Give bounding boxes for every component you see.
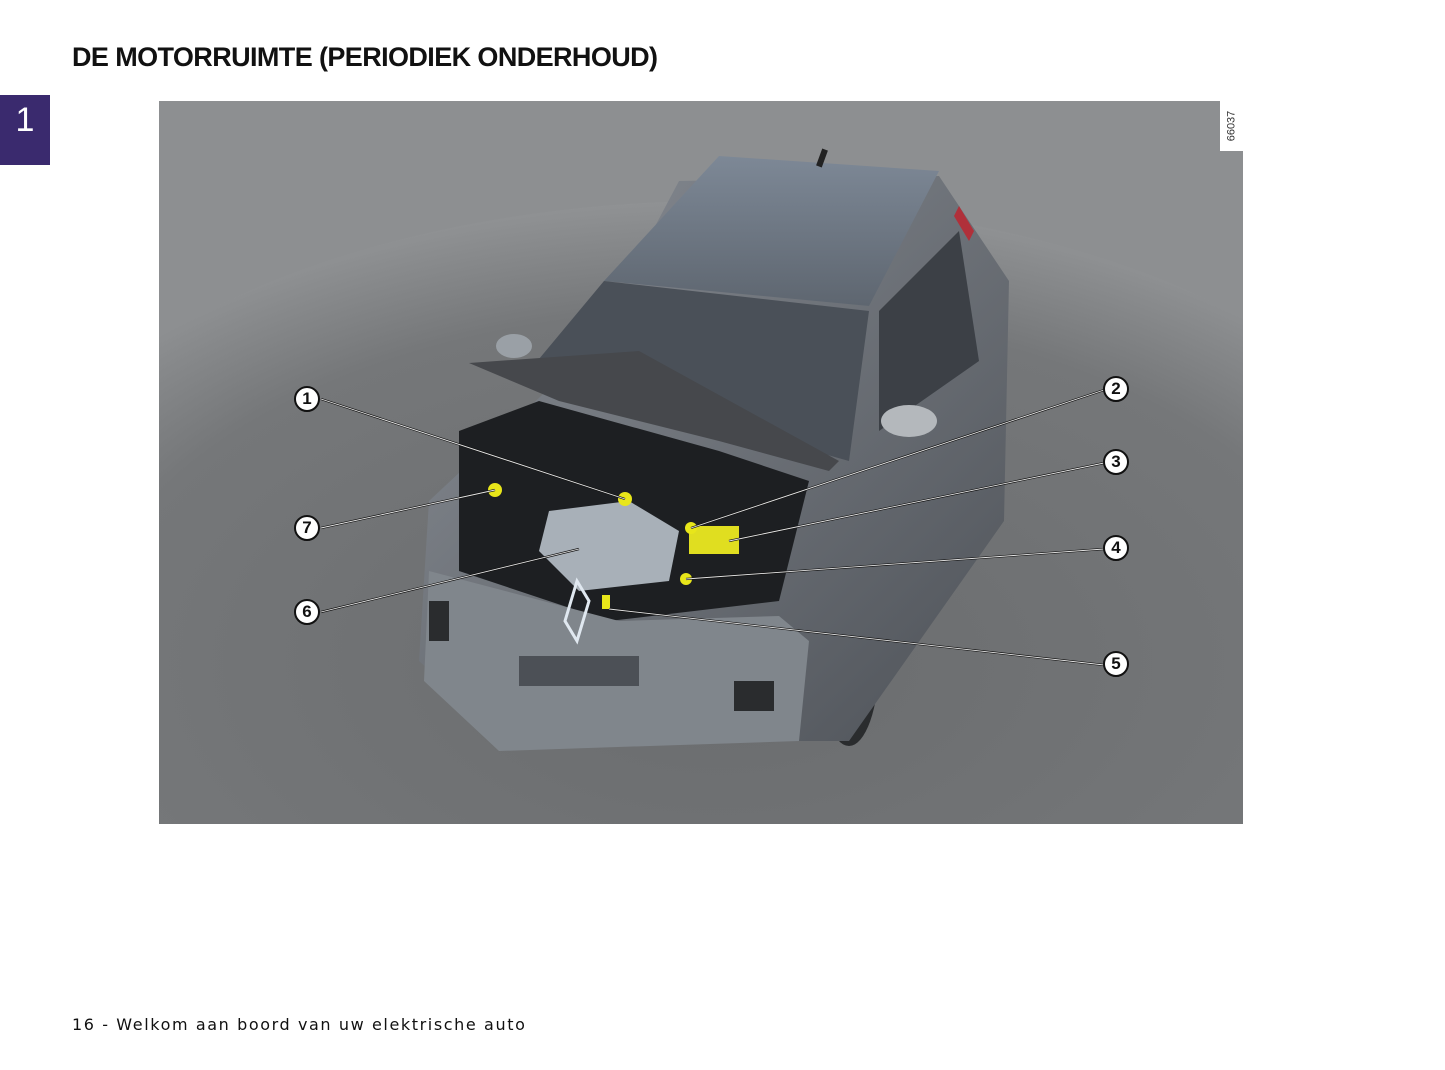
callout-1: 1 <box>294 386 320 412</box>
page-title: DE MOTORRUIMTE (PERIODIEK ONDERHOUD) <box>72 42 658 72</box>
callout-number: 6 <box>302 602 312 621</box>
chapter-number: 1 <box>15 101 35 139</box>
callout-4: 4 <box>1103 535 1129 561</box>
callout-number: 5 <box>1111 654 1121 673</box>
callout-6: 6 <box>294 599 320 625</box>
callout-number: 7 <box>302 518 312 537</box>
callout-5: 5 <box>1103 651 1129 677</box>
callout-number: 3 <box>1111 452 1121 471</box>
car-illustration <box>159 101 1243 824</box>
callout-3: 3 <box>1103 449 1129 475</box>
chapter-tab[interactable]: 1 <box>0 95 50 165</box>
page-footer: 16 - Welkom aan boord van uw elektrische… <box>72 1015 527 1034</box>
callout-7: 7 <box>294 515 320 541</box>
reference-code-text: 66037 <box>1225 110 1238 142</box>
callout-number: 4 <box>1111 538 1121 557</box>
figure-reference-code: 66037 <box>1220 101 1243 151</box>
callout-number: 2 <box>1111 379 1121 398</box>
engine-compartment-illustration: 1 2 3 4 5 6 7 <box>159 101 1243 824</box>
callout-2: 2 <box>1103 376 1129 402</box>
callout-number: 1 <box>302 389 312 408</box>
